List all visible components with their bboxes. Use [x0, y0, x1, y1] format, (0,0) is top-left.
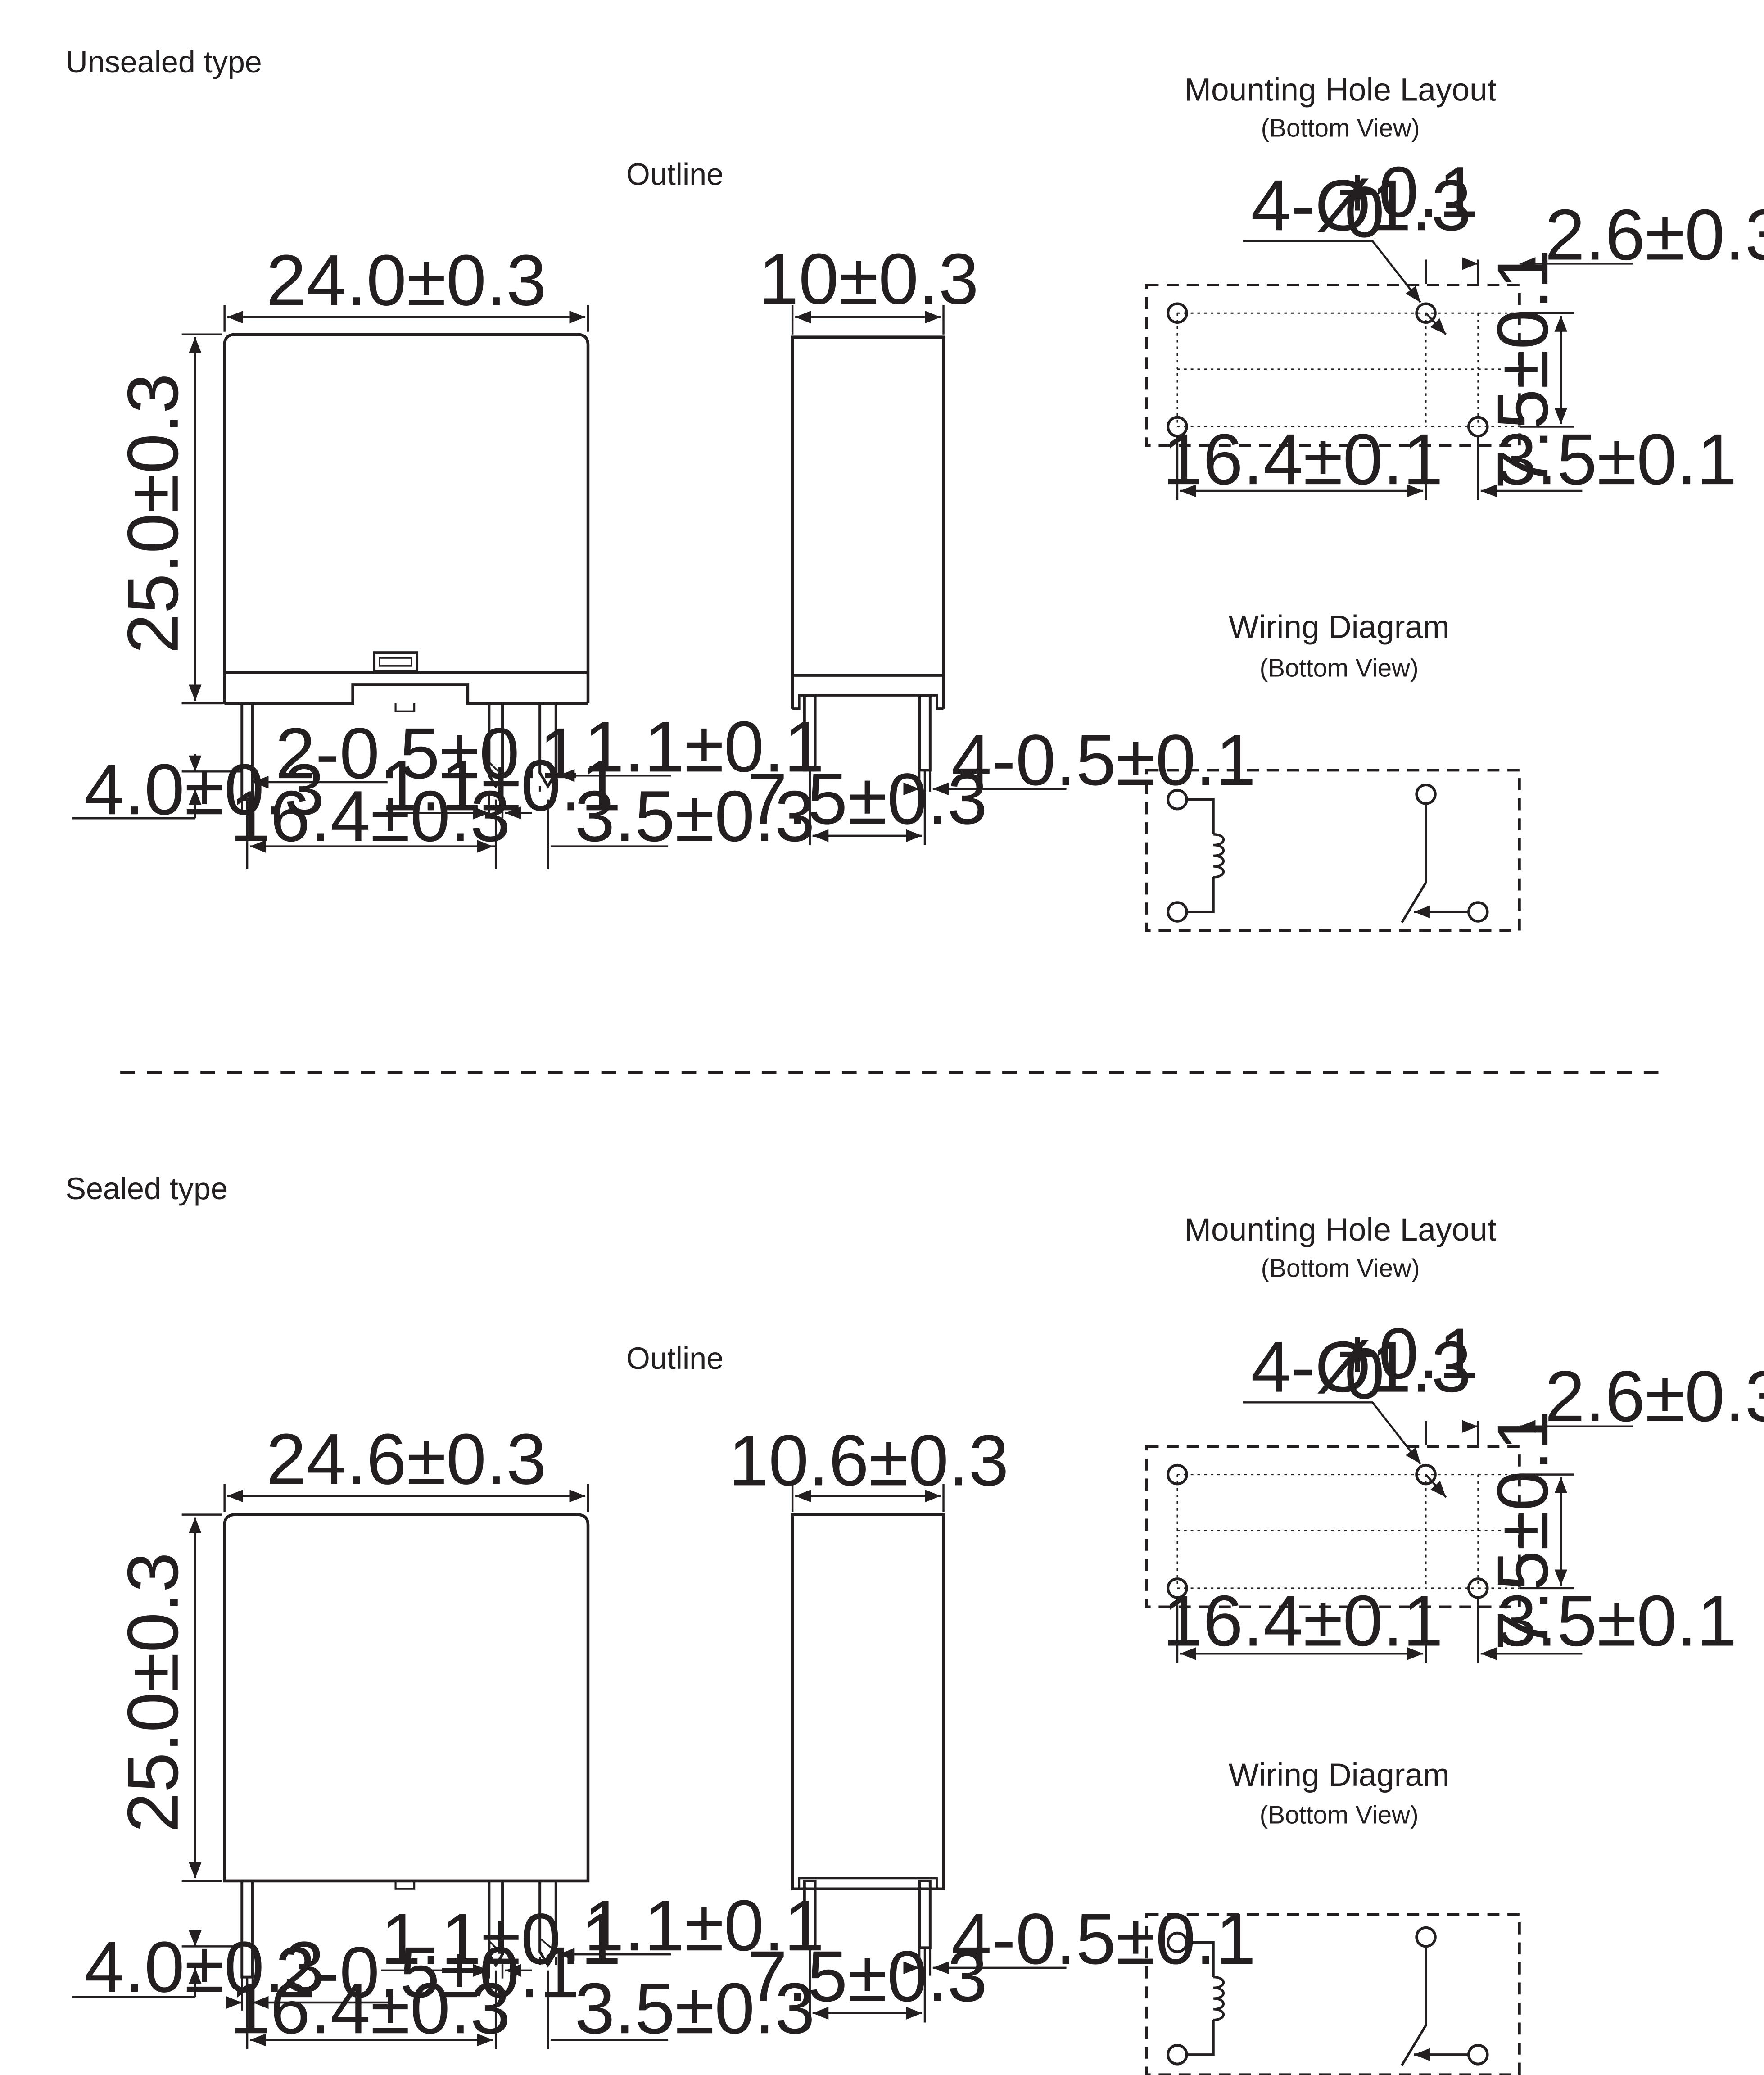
front-height-label: 25.0±0.3: [113, 373, 193, 654]
coil-terminal: [1167, 901, 1188, 923]
front-view: [223, 1513, 590, 1979]
mounting-hole: [1167, 1463, 1188, 1486]
side-pin-spacing-label: 7.5±0.3: [747, 758, 988, 839]
hole-diameter-label: 4-Ø1.3: [1251, 165, 1471, 245]
mounting-title: Mounting Hole Layout: [1185, 72, 1497, 108]
hole-offset-label: 2.6±0.3: [1545, 195, 1764, 275]
side-view: [791, 335, 945, 772]
coil-icon: [1213, 833, 1225, 879]
hole-tolerance-lower: 0: [1344, 172, 1384, 252]
hole-end-label: 3.5±0.1: [1497, 419, 1737, 499]
pin-thickness-label: 1.1±0.1: [381, 745, 621, 825]
front-view: [223, 333, 590, 801]
pin-length-label: 4.0±0.3: [84, 749, 325, 829]
side-pin-width-label: 4-0.5±0.1: [951, 1898, 1256, 1979]
side-width-label: 10±0.3: [759, 238, 979, 319]
switch-contact-icon: [1401, 803, 1427, 924]
section-sealed: Sealed type Outline Mounting Hole Layout…: [65, 1172, 1764, 2075]
pin-width-label: 2-0.5±0.1: [275, 1932, 579, 2012]
pin-end-label: 3.5±0.3: [574, 776, 815, 856]
outline-title: Outline: [626, 157, 724, 191]
front-width-label: 24.6±0.3: [266, 1418, 547, 1499]
hole-row-spacing-label: 7.5±0.1: [1482, 1410, 1563, 1651]
hole-span-label: 16.4±0.1: [1163, 1581, 1443, 1661]
wiring-title: Wiring Diagram: [1229, 1758, 1450, 1793]
side-pin-spacing-label: 7.5±0.3: [747, 1936, 988, 2016]
hole-tolerance-upper: +0.1: [1336, 1313, 1479, 1394]
pin-span-label: 16.4±0.3: [230, 1968, 511, 2048]
pin-thickness-label-2: 1.1±0.1: [584, 706, 824, 787]
hole-tolerance-upper: +0.1: [1336, 152, 1479, 232]
contact-terminal: [1467, 2044, 1489, 2066]
hole-tolerance-lower: 0: [1344, 1333, 1384, 1414]
wiring-diagram: [1145, 769, 1521, 932]
hole-row-spacing-label: 7.5±0.1: [1482, 249, 1563, 489]
mounting-hole-layout: [1145, 1401, 1633, 1663]
pin-thickness-label: 1.1±0.1: [381, 1898, 621, 1979]
side-dimensions: [791, 305, 1067, 845]
wiring-subtitle: (Bottom View): [1260, 1800, 1419, 1829]
mounting-hole: [1415, 302, 1437, 324]
switch-contact-icon: [1401, 1946, 1427, 2066]
coil-terminal: [1167, 2044, 1188, 2066]
section-title: Sealed type: [65, 1172, 227, 1206]
pin-end-label: 3.5±0.3: [574, 1968, 815, 2048]
hole-end-label: 3.5±0.1: [1497, 1581, 1737, 1661]
mounting-subtitle: (Bottom View): [1261, 1254, 1420, 1282]
coil-terminal: [1167, 1931, 1188, 1953]
front-width-label: 24.0±0.3: [266, 240, 547, 320]
pin-span-label: 16.4±0.3: [230, 776, 511, 856]
contact-terminal: [1415, 784, 1437, 805]
contact-terminal: [1415, 1926, 1437, 1948]
pin-length-label: 4.0±0.3: [84, 1926, 325, 2007]
hole-diameter-label: 4-Ø1.3: [1251, 1327, 1471, 1407]
hole-offset-label: 2.6±0.3: [1545, 1356, 1764, 1436]
hole-span-label: 16.4±0.1: [1163, 419, 1443, 499]
side-pin-width-label: 4-0.5±0.1: [951, 720, 1256, 800]
mounting-hole: [1415, 1463, 1437, 1486]
wiring-subtitle: (Bottom View): [1260, 654, 1419, 682]
pin-thickness-label-2: 1.1±0.1: [584, 1885, 824, 1966]
wiring-title: Wiring Diagram: [1229, 610, 1450, 645]
section-unsealed: Unsealed type Outline Mounting Hole Layo…: [65, 45, 1764, 932]
side-dimensions: [791, 1484, 1067, 2023]
coil-terminal: [1167, 788, 1188, 811]
front-dimensions: [72, 305, 671, 870]
pin-width-label: 2-0.5±0.1: [275, 713, 579, 793]
wiring-diagram: [1145, 1913, 1521, 2075]
outline-title: Outline: [626, 1341, 724, 1376]
mounting-hole: [1167, 302, 1188, 324]
mounting-hole-layout: [1145, 240, 1633, 500]
front-dimensions: [72, 1484, 671, 2049]
front-height-label: 25.0±0.3: [113, 1552, 193, 1833]
side-width-label: 10.6±0.3: [728, 1420, 1009, 1500]
mounting-title: Mounting Hole Layout: [1185, 1212, 1497, 1248]
side-view: [791, 1513, 945, 1949]
mounting-subtitle: (Bottom View): [1261, 113, 1420, 142]
coil-icon: [1213, 1975, 1225, 2021]
section-title: Unsealed type: [65, 45, 262, 79]
contact-terminal: [1467, 901, 1489, 923]
